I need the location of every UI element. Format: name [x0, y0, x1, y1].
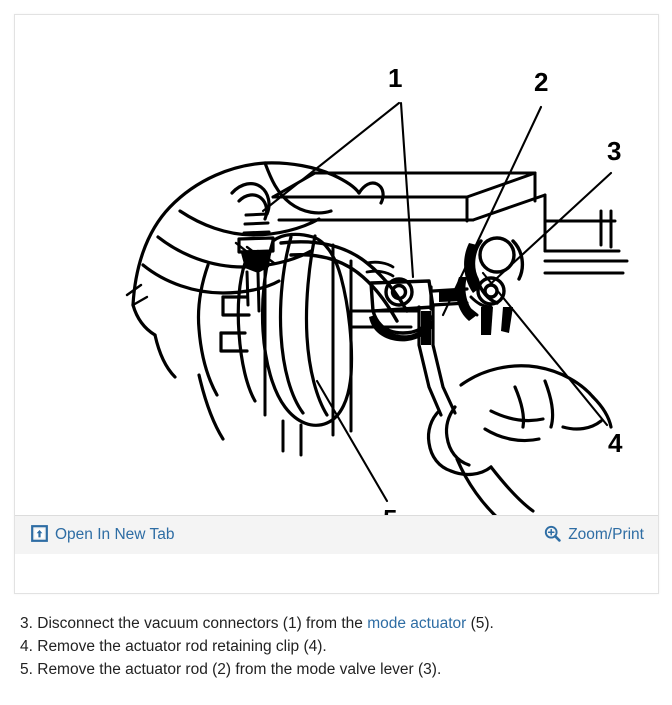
callout-1: 1	[388, 63, 402, 93]
leader-3	[483, 171, 613, 291]
leader-5	[315, 379, 389, 503]
tool-shaft-fill	[421, 311, 431, 345]
step-text-after: (5).	[466, 615, 494, 632]
step-text-before: Remove the actuator rod retaining clip (…	[32, 638, 327, 655]
callout-2: 2	[534, 67, 548, 97]
figure-image-viewport[interactable]: 1 2 3 4 5 Open In New Tab	[15, 15, 658, 554]
tool-shaft	[417, 305, 457, 417]
magnifier-plus-icon	[544, 525, 561, 546]
step-text-before: Disconnect the vacuum connectors (1) fro…	[32, 615, 368, 632]
step-number: 4.	[20, 638, 33, 655]
step-item: 5. Remove the actuator rod (2) from the …	[20, 658, 660, 681]
hvac-housing	[271, 171, 629, 275]
zoom-print-label: Zoom/Print	[568, 526, 644, 544]
step-item: 3. Disconnect the vacuum connectors (1) …	[20, 612, 660, 635]
callout-leaders	[261, 101, 613, 503]
open-in-new-tab-icon	[31, 524, 48, 546]
clevis-shadow	[369, 315, 433, 342]
figure-panel: 1 2 3 4 5 Open In New Tab	[14, 14, 659, 594]
step-item: 4. Remove the actuator rod retaining cli…	[20, 635, 660, 658]
figure-toolbar: Open In New Tab Zoom/Print	[15, 515, 658, 554]
step-number: 3.	[20, 615, 33, 632]
step-number: 5.	[20, 661, 33, 678]
diagram-linework: 1 2 3 4 5	[125, 63, 629, 534]
technical-diagram: 1 2 3 4 5	[15, 15, 658, 554]
mode-actuator-canister	[219, 232, 354, 457]
callout-4: 4	[608, 428, 623, 458]
callout-3: 3	[607, 136, 621, 166]
duct-arm	[279, 240, 409, 323]
left-forearm	[153, 263, 225, 441]
right-hand-lower	[426, 364, 613, 523]
leader-1-b	[399, 101, 415, 279]
open-in-new-tab-label: Open In New Tab	[55, 526, 175, 544]
open-in-new-tab-button[interactable]: Open In New Tab	[31, 524, 175, 546]
leader-2	[441, 105, 543, 317]
leader-4	[481, 271, 609, 427]
mode-actuator-link[interactable]: mode actuator	[367, 615, 467, 632]
leader-1-a	[261, 101, 401, 213]
instruction-steps: 3. Disconnect the vacuum connectors (1) …	[20, 612, 660, 681]
step-text-before: Remove the actuator rod (2) from the mod…	[32, 661, 442, 678]
retaining-clip	[465, 295, 493, 317]
zoom-print-button[interactable]: Zoom/Print	[544, 525, 644, 546]
